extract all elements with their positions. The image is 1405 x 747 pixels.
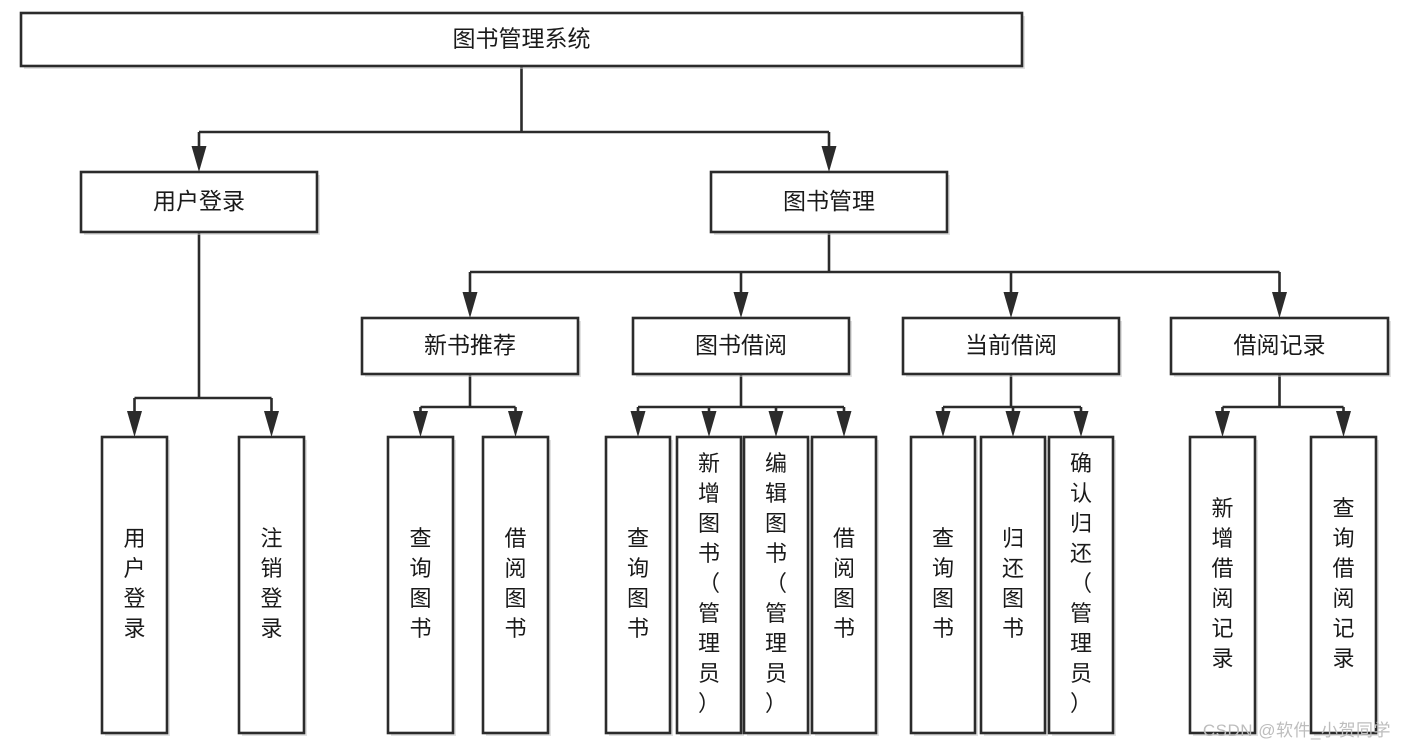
arrow-head-icon bbox=[508, 411, 523, 437]
node-leaf-borrow-book-1[interactable]: 借阅图书 bbox=[481, 435, 551, 736]
node-box[interactable] bbox=[709, 170, 949, 234]
node-leaf-user-login[interactable]: 用户登录 bbox=[100, 435, 170, 736]
node-book-borrow[interactable]: 图书借阅 bbox=[631, 316, 852, 377]
node-leaf-query-record[interactable]: 查询借阅记录 bbox=[1309, 435, 1379, 736]
node-box[interactable] bbox=[79, 170, 319, 234]
arrow-head-icon bbox=[630, 411, 646, 437]
node-root[interactable]: 图书管理系统 bbox=[19, 11, 1025, 69]
node-label: 查询借阅记录 bbox=[1332, 496, 1354, 671]
arrow-head-icon bbox=[462, 292, 478, 318]
node-leaf-add-record[interactable]: 新增借阅记录 bbox=[1188, 435, 1258, 736]
connector-group-user-login bbox=[127, 232, 279, 437]
node-label: 归还图书 bbox=[1002, 526, 1024, 641]
connector-layer bbox=[127, 66, 1351, 437]
node-borrow-record[interactable]: 借阅记录 bbox=[1169, 316, 1391, 377]
node-box[interactable] bbox=[360, 316, 580, 376]
node-box[interactable] bbox=[604, 435, 672, 735]
node-box[interactable] bbox=[237, 435, 306, 735]
node-leaf-user-logout[interactable]: 注销登录 bbox=[237, 435, 307, 736]
arrow-head-icon bbox=[1336, 411, 1351, 437]
arrow-head-icon bbox=[836, 411, 852, 437]
node-label: 图书管理系统 bbox=[453, 26, 591, 52]
arrow-head-icon bbox=[1005, 411, 1021, 437]
node-label: 新增图书（管理员） bbox=[698, 451, 720, 716]
node-current-borrow[interactable]: 当前借阅 bbox=[901, 316, 1122, 377]
node-label: 图书借阅 bbox=[695, 332, 787, 358]
node-label: 当前借阅 bbox=[965, 332, 1057, 358]
node-label: 注销登录 bbox=[260, 526, 282, 641]
connector-group-book-borrow bbox=[630, 374, 852, 437]
connector-group-borrow-record bbox=[1215, 374, 1351, 437]
node-label: 编辑图书（管理员） bbox=[765, 451, 787, 716]
arrow-head-icon bbox=[935, 411, 951, 437]
node-leaf-borrow-book-2[interactable]: 借阅图书 bbox=[810, 435, 879, 736]
arrow-head-icon bbox=[733, 292, 749, 318]
node-box[interactable] bbox=[100, 435, 169, 735]
arrow-head-icon bbox=[1073, 411, 1089, 437]
node-label: 确认归还（管理员） bbox=[1070, 451, 1092, 716]
node-label: 新增借阅记录 bbox=[1211, 496, 1233, 671]
node-leaf-return-book[interactable]: 归还图书 bbox=[979, 435, 1048, 736]
arrow-head-icon bbox=[1272, 292, 1287, 318]
node-box[interactable] bbox=[909, 435, 977, 735]
node-leaf-edit-book[interactable]: 编辑图书（管理员） bbox=[742, 435, 811, 736]
node-box[interactable] bbox=[1047, 435, 1115, 735]
node-book-manage[interactable]: 图书管理 bbox=[709, 170, 950, 235]
node-box[interactable] bbox=[1309, 435, 1378, 735]
node-leaf-add-book[interactable]: 新增图书（管理员） bbox=[675, 435, 744, 736]
arrow-head-icon bbox=[1003, 292, 1019, 318]
node-label: 查询图书 bbox=[409, 526, 431, 641]
node-box[interactable] bbox=[1169, 316, 1390, 376]
arrow-head-icon bbox=[127, 411, 142, 437]
node-box[interactable] bbox=[1188, 435, 1257, 735]
node-layer: 图书管理系统用户登录图书管理新书推荐图书借阅当前借阅借阅记录用户登录注销登录查询… bbox=[19, 11, 1391, 736]
node-label: 查询图书 bbox=[627, 526, 649, 641]
arrow-head-icon bbox=[413, 411, 428, 437]
node-box[interactable] bbox=[386, 435, 455, 735]
node-box[interactable] bbox=[810, 435, 878, 735]
node-box[interactable] bbox=[742, 435, 810, 735]
node-label: 用户登录 bbox=[123, 526, 145, 641]
node-box[interactable] bbox=[631, 316, 851, 376]
arrow-head-icon bbox=[1215, 411, 1230, 437]
connector-group-current-borrow bbox=[935, 374, 1089, 437]
node-box[interactable] bbox=[481, 435, 550, 735]
node-box[interactable] bbox=[901, 316, 1121, 376]
node-label: 新书推荐 bbox=[424, 332, 516, 358]
node-leaf-query-book-2[interactable]: 查询图书 bbox=[604, 435, 673, 736]
node-label: 用户登录 bbox=[153, 188, 245, 214]
arrow-head-icon bbox=[701, 411, 717, 437]
connector-group-root bbox=[191, 66, 837, 172]
node-label: 借阅图书 bbox=[504, 526, 526, 641]
node-box[interactable] bbox=[675, 435, 743, 735]
node-label: 借阅图书 bbox=[833, 526, 855, 641]
arrow-head-icon bbox=[264, 411, 279, 437]
node-leaf-confirm-return[interactable]: 确认归还（管理员） bbox=[1047, 435, 1116, 736]
node-user-login[interactable]: 用户登录 bbox=[79, 170, 320, 235]
arrow-head-icon bbox=[821, 146, 837, 172]
arrow-head-icon bbox=[768, 411, 784, 437]
node-leaf-query-book-1[interactable]: 查询图书 bbox=[386, 435, 456, 736]
node-box[interactable] bbox=[979, 435, 1047, 735]
node-label: 借阅记录 bbox=[1234, 332, 1326, 358]
arrow-head-icon bbox=[191, 146, 207, 172]
connector-group-new-book-recommend bbox=[413, 374, 523, 437]
node-box[interactable] bbox=[19, 11, 1024, 68]
node-leaf-query-book-3[interactable]: 查询图书 bbox=[909, 435, 978, 736]
node-label: 图书管理 bbox=[783, 188, 875, 214]
node-new-book-recommend[interactable]: 新书推荐 bbox=[360, 316, 581, 377]
connector-group-book-manage bbox=[462, 232, 1287, 318]
node-label: 查询图书 bbox=[932, 526, 954, 641]
